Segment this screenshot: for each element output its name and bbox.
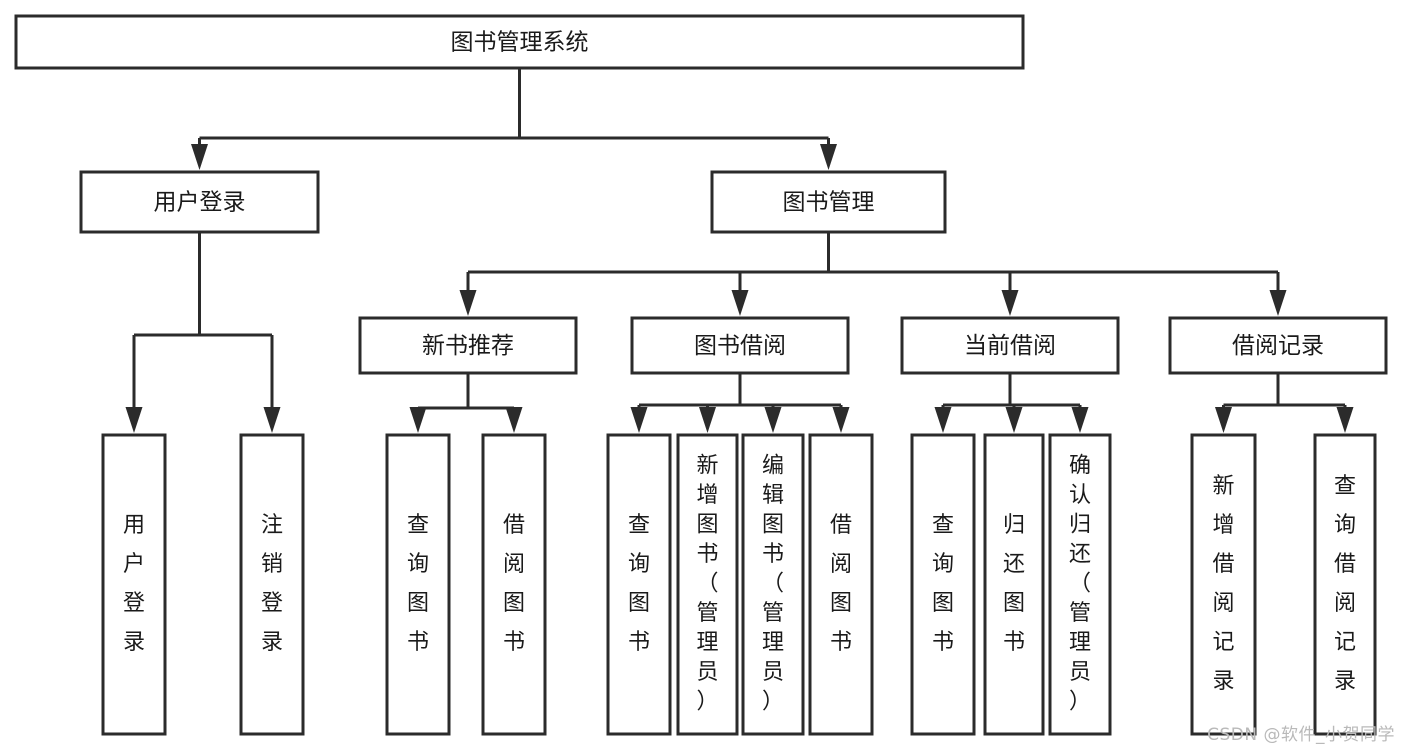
node-label: 注销登录 [261,513,283,655]
node-label: 借阅图书 [503,513,525,655]
node-current[interactable]: 当前借阅 [900,316,1120,375]
node-login-in[interactable]: 用户登录 [101,433,167,736]
node-bw-query[interactable]: 查询图书 [606,433,672,736]
node-label: 确认归还（管理员） [1069,454,1091,715]
connector-group-newbook [409,373,523,433]
node-label: 新增借阅记录 [1212,474,1234,694]
node-borrow[interactable]: 图书借阅 [630,316,850,375]
node-label: 图书借阅 [694,333,786,359]
node-label: 图书管理 [783,190,875,216]
node-root[interactable]: 图书管理系统 [14,14,1025,70]
node-cu-query[interactable]: 查询图书 [910,433,976,736]
node-label: 查询图书 [628,513,650,655]
connector-group-borrow [630,373,850,433]
connector-group-login [125,232,281,433]
node-cu-return[interactable]: 归还图书 [983,433,1045,736]
node-nb-borrow[interactable]: 借阅图书 [481,433,547,736]
node-rc-add[interactable]: 新增借阅记录 [1190,433,1257,736]
node-cu-confirm[interactable]: 确认归还（管理员） [1048,433,1112,736]
node-rc-query[interactable]: 查询借阅记录 [1313,433,1377,736]
node-label: 当前借阅 [964,333,1056,359]
connector-layer [125,68,1354,433]
node-login[interactable]: 用户登录 [79,170,320,234]
connector-group-record [1215,373,1354,433]
node-label: 编辑图书（管理员） [762,454,784,715]
node-label: 新增图书（管理员） [696,454,718,715]
connector-group-root [191,68,837,170]
node-layer: 图书管理系统用户登录图书管理新书推荐图书借阅当前借阅借阅记录用户登录注销登录查询… [14,14,1388,736]
connector-group-bookmgmt [459,232,1287,316]
node-label: 查询借阅记录 [1334,474,1356,694]
node-label: 用户登录 [123,513,145,655]
node-newbook[interactable]: 新书推荐 [358,316,578,375]
node-bw-add[interactable]: 新增图书（管理员） [676,433,739,736]
node-record[interactable]: 借阅记录 [1168,316,1388,375]
node-label: 查询图书 [407,513,429,655]
node-label: 用户登录 [154,190,246,216]
node-bw-edit[interactable]: 编辑图书（管理员） [741,433,805,736]
node-label: 借阅图书 [830,513,852,655]
node-bookmgmt[interactable]: 图书管理 [710,170,947,234]
connector-group-current [934,373,1089,433]
node-nb-query[interactable]: 查询图书 [385,433,451,736]
node-label: 图书管理系统 [451,30,589,56]
node-bw-borrow[interactable]: 借阅图书 [808,433,874,736]
csdn-watermark: CSDN @软件_小贺同学 [1207,725,1395,745]
node-label: 查询图书 [932,513,954,655]
node-label: 借阅记录 [1232,333,1324,359]
node-login-out[interactable]: 注销登录 [239,433,305,736]
node-label: 归还图书 [1003,513,1025,655]
node-label: 新书推荐 [422,333,514,359]
